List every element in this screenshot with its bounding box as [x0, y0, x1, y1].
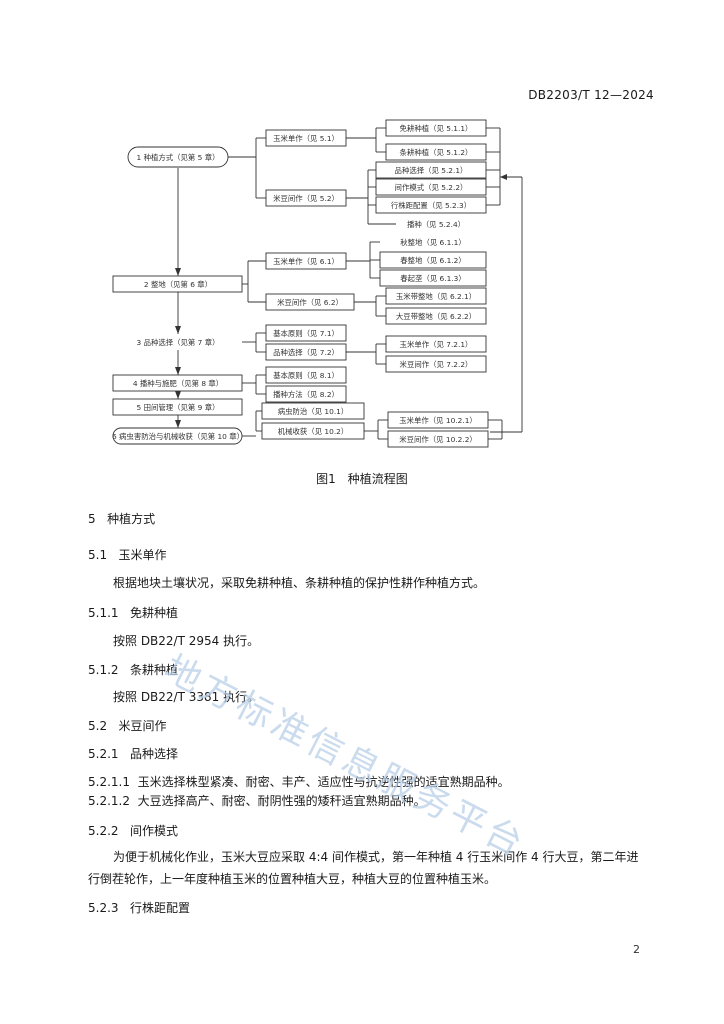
svg-text:玉米单作（见 5.1）: 玉米单作（见 5.1）: [273, 134, 339, 143]
svg-text:春整地（见 6.1.2）: 春整地（见 6.1.2）: [400, 256, 466, 265]
flowchart-connectors: [175, 127, 523, 440]
flow-stage-2: 2 整地（见第 6 章）: [112, 275, 243, 293]
flow-stage-3: 3 品种选择（见第 7 章）: [137, 338, 220, 347]
heading-number: 5.2.2: [88, 824, 119, 838]
paragraph-5-1-1: 按照 DB22/T 2954 执行。: [113, 634, 260, 648]
heading-number: 5.1.2: [88, 663, 119, 677]
svg-text:病虫防治（见 10.1）: 病虫防治（见 10.1）: [278, 407, 349, 416]
svg-text:播种方法（见 8.2）: 播种方法（见 8.2）: [273, 390, 339, 399]
flow-right-nodes: 免耕种植（见 5.1.1） 条耕种植（见 5.1.2） 品种选择（见 5.2.1…: [375, 119, 489, 448]
svg-text:1 种植方式（见第 5 章）: 1 种植方式（见第 5 章）: [137, 153, 220, 162]
svg-text:3 品种选择（见第 7 章）: 3 品种选择（见第 7 章）: [137, 338, 220, 347]
svg-text:品种选择（见 5.2.1）: 品种选择（见 5.2.1）: [395, 166, 468, 175]
paragraph-5-1-2: 按照 DB22/T 3381 执行。: [113, 690, 260, 704]
heading-number: 5.2.3: [88, 901, 119, 915]
svg-text:玉米单作（见 10.2.1）: 玉米单作（见 10.2.1）: [399, 416, 477, 425]
item-5-2-1-2: 5.2.1.2 大豆选择高产、耐密、耐阴性强的矮秆适宜熟期品种。: [88, 793, 648, 810]
item-number: 5.2.1.2: [88, 794, 130, 808]
svg-text:米豆间作（见 7.2.2）: 米豆间作（见 7.2.2）: [400, 360, 473, 369]
svg-text:大豆带整地（见 6.2.2）: 大豆带整地（见 6.2.2）: [396, 312, 476, 321]
svg-text:玉米单作（见 7.2.1）: 玉米单作（见 7.2.1）: [400, 340, 473, 349]
document-code: DB2203/T 12—2024: [528, 88, 654, 102]
heading-title: 免耕种植: [130, 606, 179, 620]
heading-5-1-2: 5.1.2 条耕种植: [88, 661, 178, 678]
flow-stage-1: 1 种植方式（见第 5 章）: [127, 146, 229, 168]
heading-number: 5.1.1: [88, 606, 119, 620]
heading-number: 5.1: [88, 548, 108, 562]
heading-number: 5.2: [88, 719, 108, 733]
svg-text:行株距配置（见 5.2.3）: 行株距配置（见 5.2.3）: [391, 201, 471, 210]
heading-title: 间作模式: [130, 824, 179, 838]
svg-text:基本原则（见 7.1）: 基本原则（见 7.1）: [273, 329, 339, 338]
svg-text:4 播种与施肥（见第 8 章）: 4 播种与施肥（见第 8 章）: [133, 379, 223, 388]
paragraph-5-2-2: 为便于机械化作业，玉米大豆应采取 4:4 间作模式，第一年种植 4 行玉米间作 …: [88, 850, 639, 886]
flow-stage-6: 6 病虫害防治与机械收获（见第 10 章）: [112, 427, 244, 445]
svg-text:秋整地（见 6.1.1）: 秋整地（见 6.1.1）: [400, 238, 466, 247]
svg-text:基本原则（见 8.1）: 基本原则（见 8.1）: [273, 371, 339, 380]
heading-title: 条耕种植: [130, 663, 179, 677]
svg-text:玉米单作（见 6.1）: 玉米单作（见 6.1）: [273, 257, 339, 266]
heading-5-1: 5.1 玉米单作: [88, 546, 167, 563]
heading-5-2-2: 5.2.2 间作模式: [88, 822, 178, 839]
heading-5-2-3: 5.2.3 行株距配置: [88, 899, 190, 916]
item-5-2-1-1: 5.2.1.1 玉米选择株型紧凑、耐密、丰产、适应性与抗逆性强的适宜熟期品种。: [88, 774, 648, 791]
heading-title: 种植方式: [107, 512, 156, 526]
svg-text:米豆间作（见 6.2）: 米豆间作（见 6.2）: [277, 298, 343, 307]
heading-5-2-1: 5.2.1 品种选择: [88, 745, 178, 762]
svg-text:6 病虫害防治与机械收获（见第 10 章）: 6 病虫害防治与机械收获（见第 10 章）: [112, 432, 244, 441]
svg-text:5 田间管理（见第 9 章）: 5 田间管理（见第 9 章）: [137, 403, 220, 412]
svg-text:品种选择（见 7.2）: 品种选择（见 7.2）: [273, 348, 339, 357]
heading-title: 品种选择: [130, 747, 179, 761]
heading-title: 玉米单作: [118, 548, 167, 562]
svg-text:米豆间作（见 5.2）: 米豆间作（见 5.2）: [273, 194, 339, 203]
planting-flowchart: 1 种植方式（见第 5 章） 2 整地（见第 6 章） 3 品种选择（见第 7 …: [112, 119, 523, 448]
heading-5-2: 5.2 米豆间作: [88, 717, 167, 734]
heading-title: 米豆间作: [118, 719, 167, 733]
flow-stage-4: 4 播种与施肥（见第 8 章）: [112, 374, 243, 392]
paragraph-5-1: 根据地块土壤状况，采取免耕种植、条耕种植的保护性耕作种植方式。: [113, 576, 486, 590]
svg-text:2 整地（见第 6 章）: 2 整地（见第 6 章）: [144, 280, 212, 289]
item-text: 大豆选择高产、耐密、耐阴性强的矮秆适宜熟期品种。: [137, 794, 426, 808]
heading-5: 5 种植方式: [88, 510, 155, 527]
svg-text:条耕种植（见 5.1.2）: 条耕种植（见 5.1.2）: [400, 148, 473, 157]
heading-title: 行株距配置: [130, 901, 191, 915]
watermark: 地方标准信息服务平台: [157, 648, 533, 867]
svg-text:米豆间作（见 10.2.2）: 米豆间作（见 10.2.2）: [399, 435, 477, 444]
page-number: 2: [633, 943, 640, 956]
svg-text:机械收获（见 10.2）: 机械收获（见 10.2）: [278, 427, 349, 436]
heading-5-1-1: 5.1.1 免耕种植: [88, 604, 178, 621]
svg-text:间作模式（见 5.2.2）: 间作模式（见 5.2.2）: [395, 183, 468, 192]
flow-mid-nodes: 玉米单作（见 5.1） 米豆间作（见 5.2） 玉米单作（见 6.1） 米豆间作…: [261, 129, 365, 440]
svg-text:春起垄（见 6.1.3）: 春起垄（见 6.1.3）: [400, 274, 466, 283]
item-text: 玉米选择株型紧凑、耐密、丰产、适应性与抗逆性强的适宜熟期品种。: [137, 775, 510, 789]
svg-text:免耕种植（见 5.1.1）: 免耕种植（见 5.1.1）: [400, 124, 473, 133]
heading-number: 5.2.1: [88, 747, 119, 761]
heading-number: 5: [88, 512, 96, 526]
flow-stage-5: 5 田间管理（见第 9 章）: [112, 398, 243, 416]
item-number: 5.2.1.1: [88, 775, 130, 789]
svg-text:玉米带整地（见 6.2.1）: 玉米带整地（见 6.2.1）: [396, 292, 476, 301]
svg-text:播种（见 5.2.4）: 播种（见 5.2.4）: [407, 220, 465, 229]
figure-caption: 图1 种植流程图: [316, 472, 408, 486]
